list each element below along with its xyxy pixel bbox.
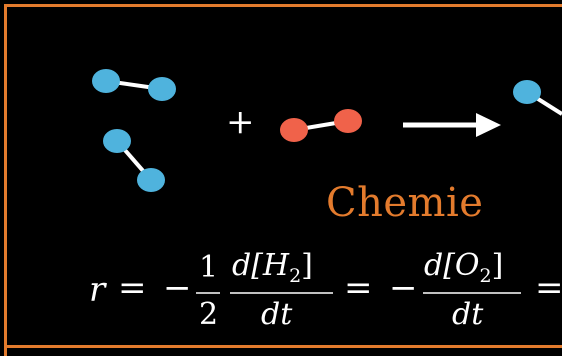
equals-sign: = [535,268,562,308]
hydrogen-atom [137,168,165,192]
hydrogen-atom [92,69,120,93]
equals-sign: = [118,268,147,308]
frame-border-left [4,4,7,356]
frame-border-top [4,4,562,7]
h2-subscript: 2 [289,265,302,287]
equals-sign: = [344,268,373,308]
hydrogen-atom [513,80,541,104]
oxygen-atom [334,109,362,133]
half-numerator: 1 [199,250,219,285]
rate-symbol: r [89,270,106,310]
half-denominator: 2 [199,297,219,332]
oxygen-molecule [280,109,362,142]
minus-sign: − [389,268,418,308]
h2-numerator: d[H2] [232,248,313,287]
o2-numerator-text: d[O [424,248,480,283]
h2-bracket: ] [301,248,313,283]
hydrogen-molecule-1 [92,69,176,101]
hydrogen-atom [148,77,176,101]
page-title: Chemie [326,180,484,226]
hydrogen-molecule-2 [103,129,165,192]
h2-denominator: dt [261,297,293,332]
o2-denominator: dt [452,297,484,332]
hydrogen-atom [103,129,131,153]
h2-numerator-text: d[H [232,248,290,283]
minus-sign: − [163,268,192,308]
plus-sign: + [226,102,255,142]
product-molecule [513,80,562,116]
o2-bracket: ] [491,248,504,283]
o2-subscript: 2 [479,265,492,287]
frame-border-bottom [4,345,562,348]
reaction-arrow [403,113,501,137]
oxygen-atom [280,118,308,142]
o2-numerator: d[O2] [424,248,503,287]
